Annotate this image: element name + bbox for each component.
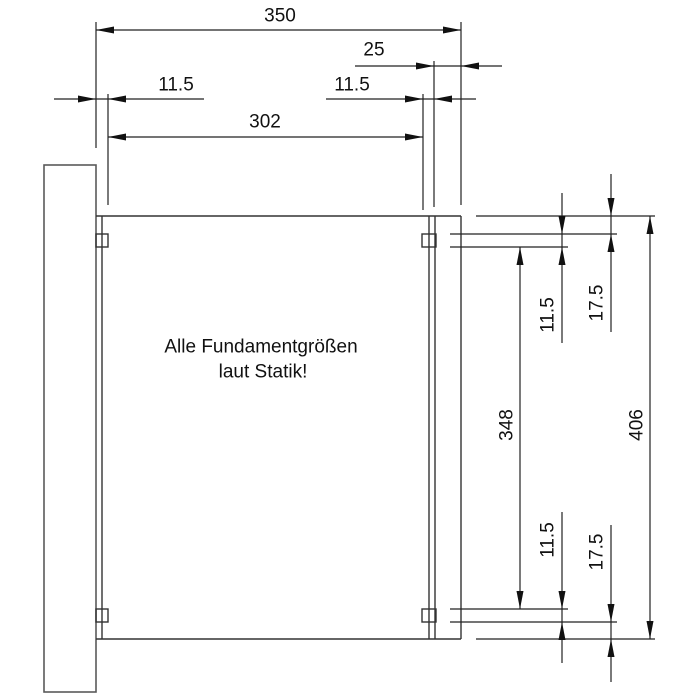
dimension-top-edge: 17.5	[587, 174, 615, 332]
dimension-inner-width: 302	[108, 112, 423, 141]
note-line-1: Alle Fundamentgrößen	[164, 337, 357, 358]
anchor-plate-top-right	[421, 233, 437, 248]
dimension-top-small: 11.5	[538, 193, 566, 343]
dimension-label: 17.5	[587, 534, 608, 571]
dimension-label: 350	[264, 6, 296, 27]
anchor-plate-bottom-right	[421, 608, 437, 623]
anchor-plate-top-left	[95, 233, 109, 248]
dimension-label: 25	[363, 40, 384, 61]
dimension-overall-height: 406	[627, 216, 654, 639]
dimension-inner-height: 348	[497, 247, 524, 609]
dimension-label: 11.5	[538, 522, 559, 558]
dimension-label: 406	[627, 409, 648, 441]
dimension-label: 302	[249, 112, 281, 133]
dimension-right-edge: 25	[355, 40, 502, 70]
top-extension-lines	[95, 22, 462, 210]
dimension-overall-width: 350	[96, 6, 461, 34]
dimension-label: 348	[497, 409, 518, 441]
foundation-note: Alle Fundamentgrößen laut Statik!	[164, 337, 357, 383]
dimension-left-offset: 11.5	[54, 75, 204, 103]
note-line-2: laut Statik!	[219, 362, 308, 383]
dimension-bottom-edge: 17.5	[587, 525, 615, 682]
post-outline	[43, 164, 97, 693]
dimension-label: 17.5	[587, 285, 608, 322]
dimension-right-offset: 11.5	[326, 75, 476, 103]
anchor-plate-bottom-left	[95, 608, 109, 623]
foundation-panel	[95, 215, 462, 640]
dimension-label: 11.5	[538, 297, 559, 333]
dimension-bottom-small: 11.5	[538, 512, 566, 663]
dimension-label: 11.5	[334, 75, 370, 96]
dimension-label: 11.5	[158, 75, 194, 96]
right-extension-lines	[450, 215, 655, 640]
